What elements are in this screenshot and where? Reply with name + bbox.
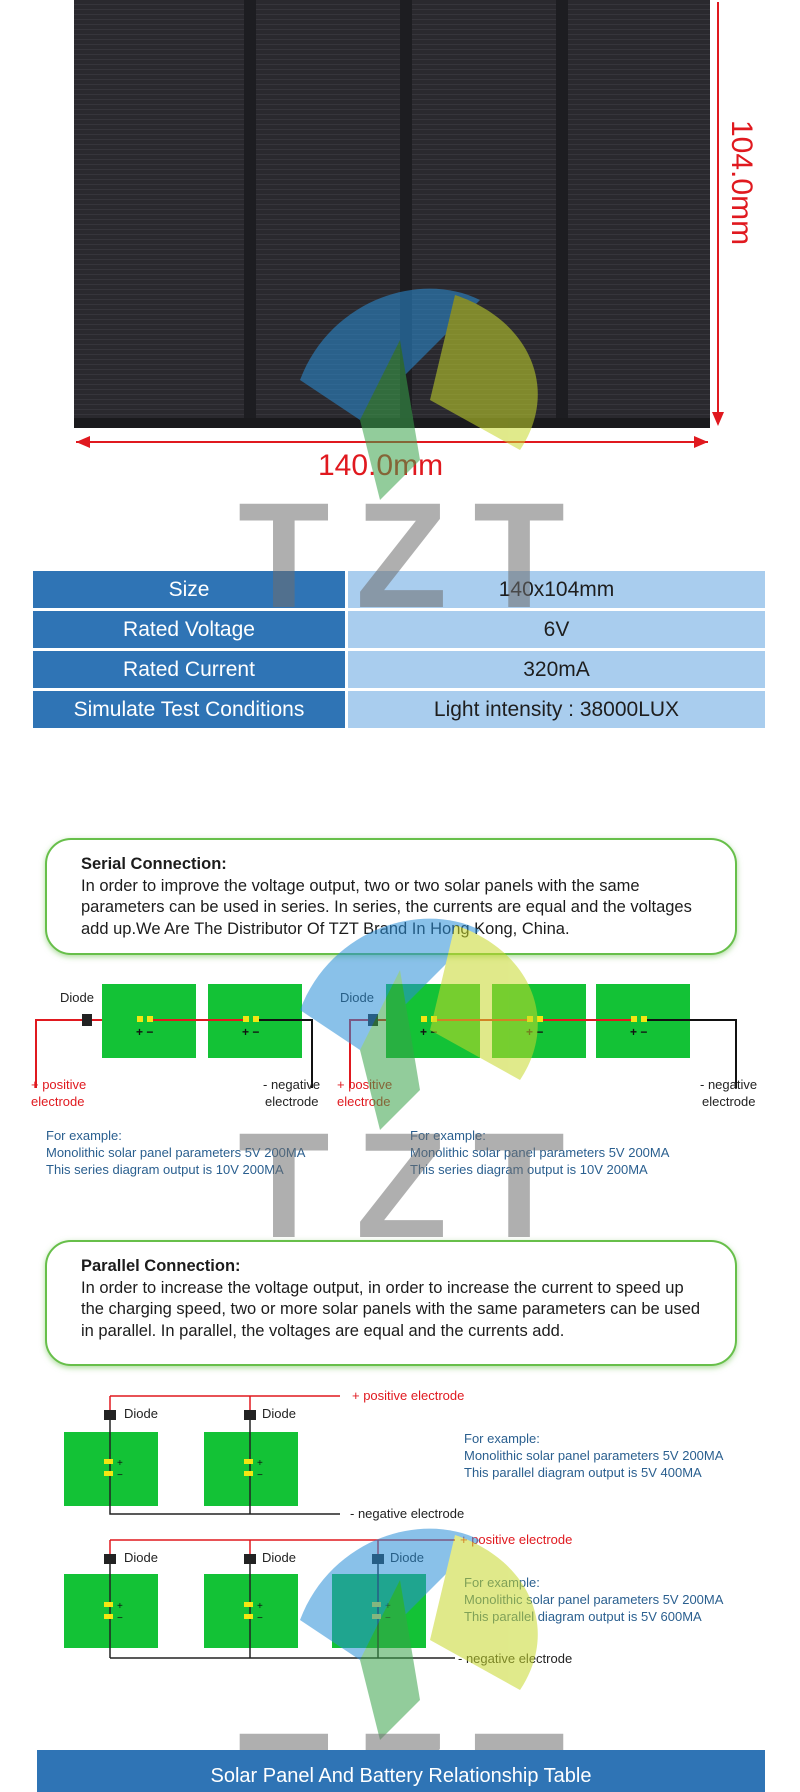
svg-text:−: − — [117, 1613, 123, 1624]
serial-positive-label-right: + positive — [337, 1077, 393, 1092]
spec-value: Light intensity : 38000LUX — [348, 691, 765, 728]
serial-diagram: + − + − + − + − + − — [35, 984, 737, 1088]
serial-diode-label-right: Diode — [340, 990, 374, 1005]
svg-text:+ −: + − — [242, 1025, 259, 1039]
spec-label: Rated Current — [33, 651, 348, 688]
svg-text:+: + — [257, 1601, 263, 1612]
relationship-table-header: Solar Panel And Battery Relationship Tab… — [37, 1750, 765, 1792]
example-line: For example: — [464, 1431, 540, 1446]
parallel-positive-label-top: + positive electrode — [352, 1388, 465, 1403]
parallel-negative-label-bottom: - negative electrode — [458, 1651, 573, 1666]
svg-text:−: − — [257, 1470, 263, 1481]
svg-text:+: + — [117, 1458, 123, 1469]
serial-positive-label-left-2: electrode — [31, 1094, 85, 1109]
example-line: For example: — [464, 1575, 540, 1590]
svg-text:+: + — [257, 1458, 263, 1469]
parallel-example-top: For example: Monolithic solar panel para… — [464, 1430, 723, 1481]
solar-cell — [332, 1574, 426, 1648]
spec-value: 6V — [348, 611, 765, 648]
svg-text:+ −: + − — [420, 1025, 437, 1039]
serial-connection-box: Serial Connection: In order to improve t… — [45, 838, 737, 955]
parallel-diode-label: Diode — [262, 1406, 296, 1421]
serial-example-left: For example: Monolithic solar panel para… — [46, 1127, 305, 1178]
spec-table: Size 140x104mm Rated Voltage 6V Rated Cu… — [33, 568, 765, 731]
svg-text:+ −: + − — [526, 1025, 543, 1039]
solar-cell — [64, 1574, 158, 1648]
solar-cell — [204, 1574, 298, 1648]
svg-text:−: − — [385, 1613, 391, 1624]
example-line: This parallel diagram output is 5V 600MA — [464, 1609, 702, 1624]
svg-text:+: + — [385, 1601, 391, 1612]
spec-row-size: Size 140x104mm — [33, 571, 765, 608]
example-line: For example: — [410, 1128, 486, 1143]
example-line: Monolithic solar panel parameters 5V 200… — [464, 1448, 724, 1463]
example-line: This parallel diagram output is 5V 400MA — [464, 1465, 702, 1480]
spec-value: 320mA — [348, 651, 765, 688]
serial-title: Serial Connection: — [81, 855, 227, 873]
parallel-diode-label: Diode — [262, 1550, 296, 1565]
spec-label: Simulate Test Conditions — [33, 691, 348, 728]
serial-negative-label-left-2: electrode — [265, 1094, 319, 1109]
serial-negative-label-left: - negative — [263, 1077, 321, 1092]
example-line: For example: — [46, 1128, 122, 1143]
parallel-diode-label: Diode — [124, 1406, 158, 1421]
example-line: This series diagram output is 10V 200MA — [46, 1162, 284, 1177]
svg-text:+ −: + − — [136, 1025, 153, 1039]
spec-value: 140x104mm — [348, 571, 765, 608]
parallel-positive-label-bottom: + positive electrode — [460, 1532, 573, 1547]
serial-negative-label-right-2: electrode — [702, 1094, 756, 1109]
parallel-connection-box: Parallel Connection: In order to increas… — [45, 1240, 737, 1366]
spec-row-test-conditions: Simulate Test Conditions Light intensity… — [33, 691, 765, 728]
spec-row-current: Rated Current 320mA — [33, 651, 765, 688]
svg-text:−: − — [257, 1613, 263, 1624]
serial-negative-label-right: - negative — [700, 1077, 758, 1092]
example-line: Monolithic solar panel parameters 5V 200… — [46, 1145, 306, 1160]
parallel-negative-label-top: - negative electrode — [350, 1506, 465, 1521]
height-dimension-label: 104.0mm — [725, 120, 758, 246]
parallel-diode-label: Diode — [124, 1550, 158, 1565]
example-line: Monolithic solar panel parameters 5V 200… — [464, 1592, 724, 1607]
spec-label: Size — [33, 571, 348, 608]
parallel-diode-label: Diode — [390, 1550, 424, 1565]
solar-cell — [204, 1432, 298, 1506]
solar-cell — [64, 1432, 158, 1506]
serial-example-right: For example: Monolithic solar panel para… — [410, 1127, 669, 1178]
tzt-watermark-text: TZT — [238, 1101, 591, 1269]
svg-text:−: − — [117, 1470, 123, 1481]
parallel-example-bottom: For example: Monolithic solar panel para… — [464, 1574, 723, 1625]
parallel-title: Parallel Connection: — [81, 1257, 241, 1275]
serial-positive-label-left: + positive — [31, 1077, 87, 1092]
spec-row-voltage: Rated Voltage 6V — [33, 611, 765, 648]
serial-diode-label-left: Diode — [60, 990, 94, 1005]
example-line: This series diagram output is 10V 200MA — [410, 1162, 648, 1177]
svg-text:+ −: + − — [630, 1025, 647, 1039]
example-line: Monolithic solar panel parameters 5V 200… — [410, 1145, 670, 1160]
parallel-diagram: + − + − + − + − + − — [64, 1395, 455, 1659]
svg-text:+: + — [117, 1601, 123, 1612]
spec-label: Rated Voltage — [33, 611, 348, 648]
serial-description: In order to improve the voltage output, … — [81, 876, 692, 938]
tzt-watermark-text: TZT — [238, 471, 591, 639]
parallel-description: In order to increase the voltage output,… — [81, 1278, 701, 1340]
